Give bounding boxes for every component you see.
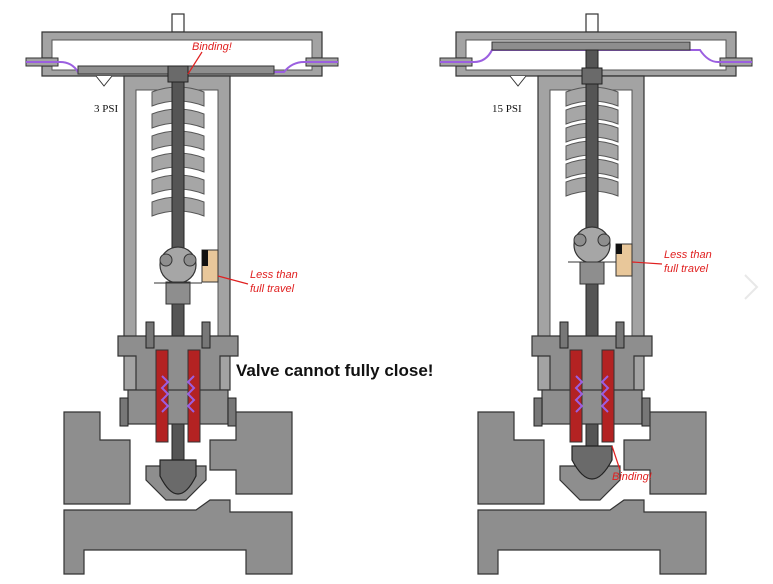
- right-valve: Less than full travel 15 PSI Binding!: [439, 13, 753, 575]
- packing-spring: [160, 375, 196, 413]
- packing-left: [569, 349, 583, 443]
- binding-label: Binding!: [612, 471, 652, 483]
- stem-connector: [159, 246, 197, 305]
- packing-right: [601, 349, 615, 443]
- caption: Valve cannot fully close!: [236, 361, 433, 380]
- valve-body-left-flange: [477, 411, 545, 505]
- packing-right: [187, 349, 201, 443]
- pressure-label: 15 PSI: [492, 103, 522, 115]
- diaphragm-chamber: [51, 39, 313, 71]
- binding-label: Binding!: [192, 41, 232, 53]
- chevron-right-icon[interactable]: [742, 272, 760, 302]
- air-inlet-pipe: [171, 13, 185, 33]
- valve-seat: [559, 465, 621, 501]
- valve-body-left-flange: [63, 411, 131, 505]
- diaphragm-plate: [491, 41, 691, 51]
- valve-body-right-flange: [623, 411, 707, 495]
- valve-body-bottom: [63, 499, 293, 575]
- pressure-label: 3 PSI: [94, 103, 118, 115]
- travel-label-line2: full travel: [250, 283, 295, 295]
- packing-left: [155, 349, 169, 443]
- air-inlet-pipe: [585, 13, 599, 33]
- travel-label-line2: full travel: [664, 263, 709, 275]
- travel-label-line1: Less than: [664, 249, 712, 261]
- valve-plug: [159, 459, 197, 495]
- travel-label-line1: Less than: [250, 269, 298, 281]
- valve-body-bottom: [477, 499, 707, 575]
- valve-body-right-flange: [209, 411, 293, 495]
- packing-spring: [574, 375, 610, 413]
- valve-plug: [571, 445, 613, 480]
- left-valve: Binding! 3 PSI Less than full travel: [25, 13, 339, 575]
